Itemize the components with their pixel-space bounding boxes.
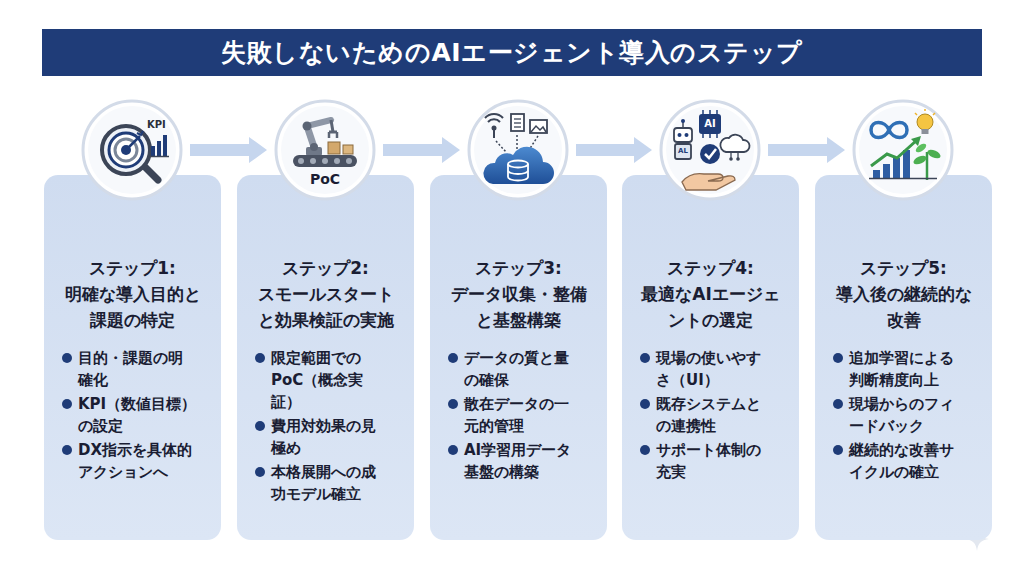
bullet-item: 現場からのフィードバック bbox=[833, 393, 985, 437]
bullet-item: 費用対効果の見極め bbox=[255, 415, 407, 459]
bullet-dot bbox=[640, 353, 650, 363]
bullet-dot bbox=[448, 445, 458, 455]
bullet-item: サポート体制の充実 bbox=[640, 439, 792, 483]
bullet-list: 追加学習による判断精度向上現場からのフィードバック継続的な改善サイクルの確立 bbox=[833, 347, 985, 485]
step-label: ステップ1: bbox=[44, 255, 221, 281]
bullet-dot bbox=[833, 353, 843, 363]
step-icon bbox=[851, 98, 955, 202]
bullet-dot bbox=[640, 445, 650, 455]
step-card: ステップ3:データ収集・整備と基盤構築データの質と量の確保散在データの一元的管理… bbox=[430, 175, 607, 540]
bullet-dot bbox=[62, 445, 72, 455]
bullet-item: KPI（数値目標）の設定 bbox=[62, 393, 214, 437]
bullet-dot bbox=[255, 353, 265, 363]
flow-arrow bbox=[190, 137, 267, 163]
step-icon: AI AL bbox=[658, 98, 762, 202]
bullet-text: 追加学習による判断精度向上 bbox=[849, 347, 968, 391]
bullet-text: AI学習用データ基盤の構築 bbox=[464, 439, 583, 483]
target-icon bbox=[80, 98, 184, 202]
icon-label: PoC bbox=[305, 172, 345, 186]
bullet-text: 限定範囲でのPoC（概念実証） bbox=[271, 347, 390, 413]
bullet-dot bbox=[640, 399, 650, 409]
step-card: PoC ステップ2:スモールスタートと効果検証の実施限定範囲でのPoC（概念実証）… bbox=[237, 175, 414, 540]
bullet-dot bbox=[448, 353, 458, 363]
flow-arrow bbox=[576, 137, 652, 163]
bullet-item: データの質と量の確保 bbox=[448, 347, 600, 391]
step-label: ステップ4: bbox=[622, 255, 799, 281]
flow-arrow bbox=[768, 137, 845, 163]
bullet-item: 散在データの一元的管理 bbox=[448, 393, 600, 437]
step-card: ステップ5:導入後の継続的な改善追加学習による判断精度向上現場からのフィードバッ… bbox=[815, 175, 992, 540]
icon-label: KPI bbox=[147, 120, 166, 130]
step-icon: KPI bbox=[80, 98, 184, 202]
bullet-item: DX指示を具体的アクションへ bbox=[62, 439, 214, 483]
bullet-item: AI学習用データ基盤の構築 bbox=[448, 439, 600, 483]
bullet-dot bbox=[255, 421, 265, 431]
step-title: 最適なAIエージェントの選定 bbox=[636, 281, 785, 333]
icon-label: AL bbox=[675, 148, 691, 155]
bullet-text: 継続的な改善サイクルの確立 bbox=[849, 439, 968, 483]
bullet-dot bbox=[833, 399, 843, 409]
step-label: ステップ3: bbox=[430, 255, 607, 281]
step-label: ステップ2: bbox=[237, 255, 414, 281]
flow-arrow bbox=[383, 137, 460, 163]
step-icon: PoC bbox=[273, 98, 377, 202]
bullet-item: 現場の使いやすさ（UI） bbox=[640, 347, 792, 391]
bullet-item: 目的・課題の明確化 bbox=[62, 347, 214, 391]
bullet-dot bbox=[62, 353, 72, 363]
bullet-item: 継続的な改善サイクルの確立 bbox=[833, 439, 985, 483]
bullet-dot bbox=[448, 399, 458, 409]
bullet-item: 限定範囲でのPoC（概念実証） bbox=[255, 347, 407, 413]
bullet-item: 本格展開への成功モデル確立 bbox=[255, 461, 407, 505]
step-title: 導入後の継続的な改善 bbox=[829, 281, 978, 333]
bullet-text: 既存システムとの連携性 bbox=[656, 393, 775, 437]
bullet-list: 現場の使いやすさ（UI）既存システムとの連携性サポート体制の充実 bbox=[640, 347, 792, 485]
bullet-text: KPI（数値目標）の設定 bbox=[78, 393, 197, 437]
bullet-text: データの質と量の確保 bbox=[464, 347, 583, 391]
step-title: 明確な導入目的と課題の特定 bbox=[58, 281, 207, 333]
bullet-text: 費用対効果の見極め bbox=[271, 415, 390, 459]
title-band: 失敗しないためのAIエージェント導入のステップ bbox=[42, 29, 982, 76]
bullet-text: 現場からのフィードバック bbox=[849, 393, 968, 437]
bullet-dot bbox=[255, 467, 265, 477]
bullet-text: サポート体制の充実 bbox=[656, 439, 775, 483]
bullet-text: 散在データの一元的管理 bbox=[464, 393, 583, 437]
bullet-list: データの質と量の確保散在データの一元的管理AI学習用データ基盤の構築 bbox=[448, 347, 600, 485]
bullet-item: 追加学習による判断精度向上 bbox=[833, 347, 985, 391]
database-cloud-icon bbox=[466, 98, 570, 202]
bullet-dot bbox=[833, 445, 843, 455]
improvement-icon bbox=[851, 98, 955, 202]
ai-selection-icon bbox=[658, 98, 762, 202]
step-label: ステップ5: bbox=[815, 255, 992, 281]
bullet-text: DX指示を具体的アクションへ bbox=[78, 439, 197, 483]
bullet-list: 目的・課題の明確化KPI（数値目標）の設定DX指示を具体的アクションへ bbox=[62, 347, 214, 485]
bullet-text: 本格展開への成功モデル確立 bbox=[271, 461, 390, 505]
bullet-text: 現場の使いやすさ（UI） bbox=[656, 347, 775, 391]
title-text: 失敗しないためのAIエージェント導入のステップ bbox=[221, 36, 802, 69]
icon-label: AI bbox=[699, 119, 721, 129]
step-card: KPIステップ1:明確な導入目的と課題の特定目的・課題の明確化KPI（数値目標）… bbox=[44, 175, 221, 540]
bullet-dot bbox=[62, 399, 72, 409]
step-card: AIALステップ4:最適なAIエージェントの選定現場の使いやすさ（UI）既存シス… bbox=[622, 175, 799, 540]
bullet-text: 目的・課題の明確化 bbox=[78, 347, 197, 391]
bullet-list: 限定範囲でのPoC（概念実証）費用対効果の見極め本格展開への成功モデル確立 bbox=[255, 347, 407, 507]
step-icon bbox=[466, 98, 570, 202]
bullet-item: 既存システムとの連携性 bbox=[640, 393, 792, 437]
step-title: データ収集・整備と基盤構築 bbox=[444, 281, 593, 333]
step-title: スモールスタートと効果検証の実施 bbox=[251, 281, 400, 333]
robot-arm-icon bbox=[273, 98, 377, 202]
